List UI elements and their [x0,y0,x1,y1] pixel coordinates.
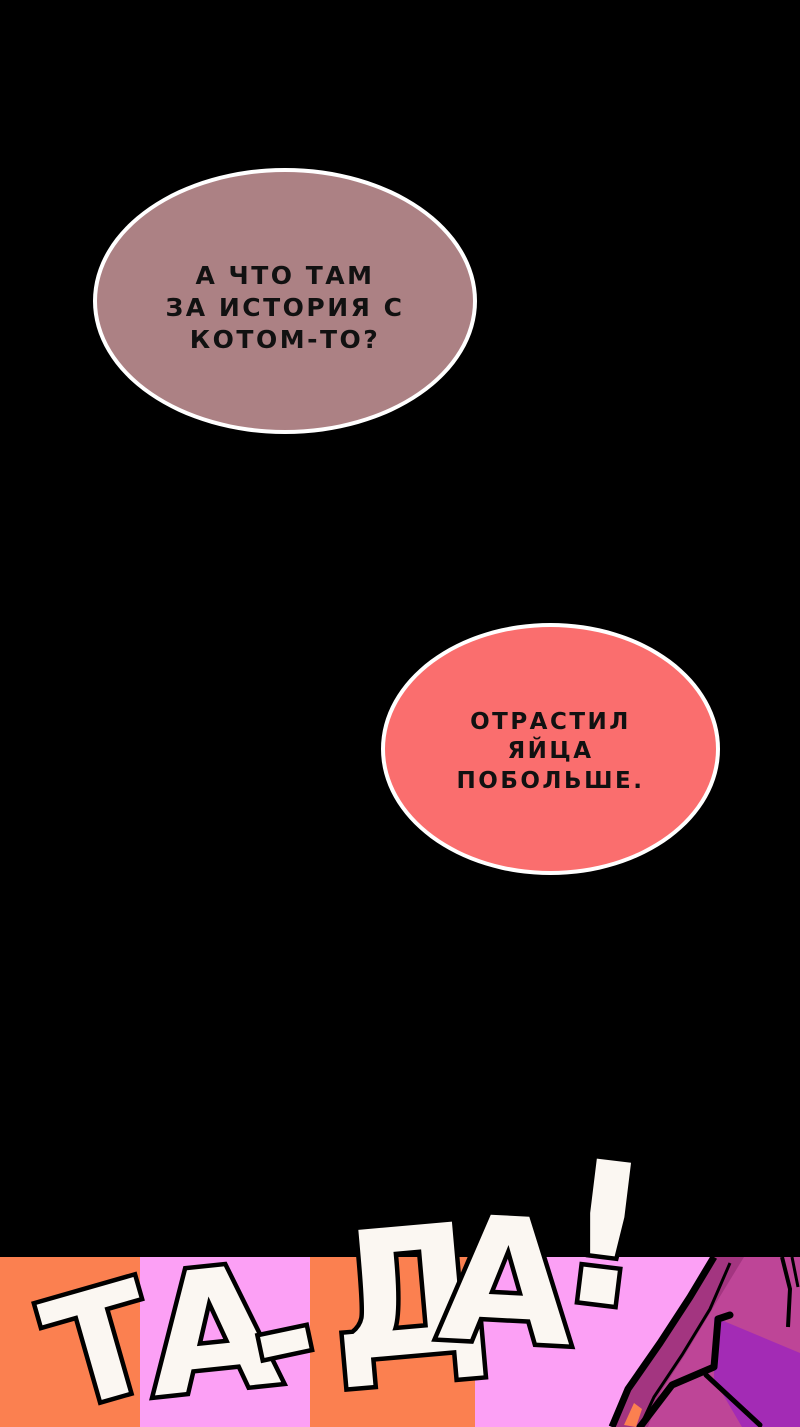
character-outline-left [608,1257,718,1427]
speech-bubble-answer-text: ОТРАСТИЛ ЯЙЦА ПОБОЛЬШЕ. [456,708,645,794]
character-inner-line [638,1262,732,1427]
background-stripe-pink-1 [140,1257,310,1427]
character-shoulder-shadow [612,1257,744,1427]
speech-bubble-answer: ОТРАСТИЛ ЯЙЦА ПОБОЛЬШЕ. [381,623,720,875]
character-purple-accent [714,1317,800,1427]
background-stripe-pink-2 [475,1257,610,1427]
character-arm-contour [636,1311,734,1427]
character-orange-sliver [624,1403,642,1427]
speech-bubble-question: А ЧТО ТАМ ЗА ИСТОРИЯ С КОТОМ-ТО? [93,168,477,434]
background-stripe-orange-1 [0,1257,140,1427]
character-side-line-a [780,1257,793,1328]
speech-bubble-question-text: А ЧТО ТАМ ЗА ИСТОРИЯ С КОТОМ-ТО? [165,261,405,354]
character-body-shape [612,1257,800,1427]
character-side-line-b [790,1257,800,1288]
character-drape-line [703,1372,763,1427]
background-stripe-orange-2 [310,1257,475,1427]
bottom-color-panel [0,1257,800,1427]
